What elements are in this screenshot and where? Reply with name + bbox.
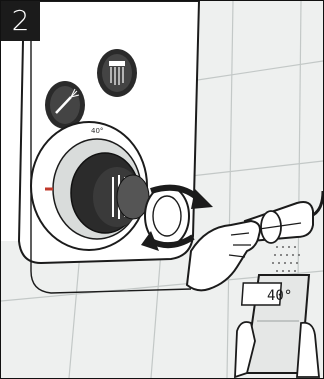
step-number: 2: [1, 1, 40, 41]
hand-shower-button-icon[interactable]: [45, 81, 85, 129]
overhead-shower-button-icon[interactable]: [97, 49, 137, 97]
thermostat-dial[interactable]: [31, 122, 149, 250]
dial-temperature-mark: 40°: [91, 127, 103, 135]
thermometer-reading: 40°: [267, 288, 292, 304]
